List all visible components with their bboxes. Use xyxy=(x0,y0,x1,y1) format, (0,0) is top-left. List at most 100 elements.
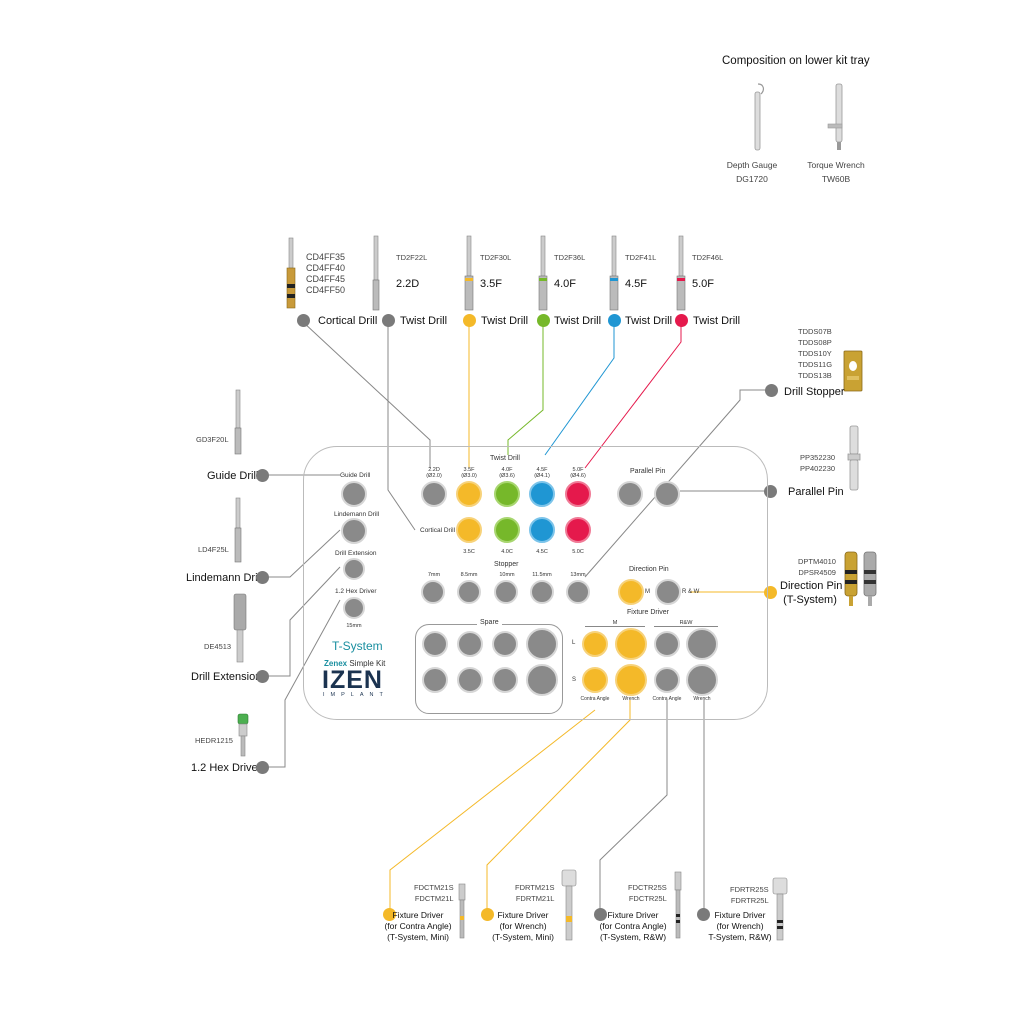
twist-drill-35-image xyxy=(463,234,475,319)
tray-fd-bottom-1: Contra Angle xyxy=(580,696,610,702)
parallel-pin-image xyxy=(846,424,862,499)
tray-fd-ca-rw-l[interactable] xyxy=(654,631,680,657)
twist-drill-45-image xyxy=(608,234,620,319)
twist-drill-35-code: TD2F30L xyxy=(480,253,512,262)
tray-extension-socket[interactable] xyxy=(343,558,365,580)
tray-cortical-socket-40[interactable] xyxy=(494,517,520,543)
parallel-pin-label: Parallel Pin xyxy=(788,486,844,498)
tray-twist-socket-45[interactable] xyxy=(529,481,555,507)
tray-fd-wr-m-s[interactable] xyxy=(615,664,647,696)
tray-fd-m-bracket xyxy=(585,626,645,627)
tray-cortical-socket-50[interactable] xyxy=(565,517,591,543)
cortical-drill-dot xyxy=(297,314,310,327)
direction-pin-label: Direction Pin(T-System) xyxy=(780,580,843,606)
tray-fd-ca-rw-s[interactable] xyxy=(654,667,680,693)
tray-stopper-socket-13[interactable] xyxy=(566,580,590,604)
tray-fd-wr-rw-l[interactable] xyxy=(686,628,718,660)
tray-direction-socket-rw[interactable] xyxy=(655,579,681,605)
tray-stopper-socket-115[interactable] xyxy=(530,580,554,604)
tray-lindemann-socket[interactable] xyxy=(341,518,367,544)
brand-logo: IZEN xyxy=(322,666,383,694)
twist-drill-50-image xyxy=(675,234,687,319)
tray-parallel-pin-label: Parallel Pin xyxy=(630,468,666,475)
tray-fd-bottom-3: Contra Angle xyxy=(652,696,682,702)
depth-gauge-image xyxy=(744,80,768,159)
twist-drill-22-code: TD2F22L xyxy=(396,253,428,262)
tray-stopper-size-5: 13mm xyxy=(570,572,586,578)
twist-drill-22-dot xyxy=(382,314,395,327)
tray-cortical-socket-35[interactable] xyxy=(456,517,482,543)
fd-2-image xyxy=(560,868,578,949)
fd-1-label: Fixture Driver(for Contra Angle)(T-Syste… xyxy=(384,910,452,942)
tray-fd-wr-m-l[interactable] xyxy=(615,628,647,660)
guide-drill-dot xyxy=(256,469,269,482)
tray-fixture-driver-label: Fixture Driver xyxy=(627,609,670,616)
fd-3-label: Fixture Driver(for Contra Angle)(T-Syste… xyxy=(599,910,667,942)
lindemann-drill-dot xyxy=(256,571,269,584)
twist-drill-35-size: 3.5F xyxy=(480,278,503,290)
tray-stopper-socket-7[interactable] xyxy=(421,580,445,604)
tray-parallel-socket-2[interactable] xyxy=(654,481,680,507)
tray-spare-socket-7[interactable] xyxy=(492,667,518,693)
lindemann-drill-code: LD4F25L xyxy=(198,545,229,554)
tray-twist-socket-22[interactable] xyxy=(421,481,447,507)
tray-spare-socket-8[interactable] xyxy=(526,664,558,696)
tray-stopper-size-1: 7mm xyxy=(427,572,441,578)
tray-spare-socket-3[interactable] xyxy=(492,631,518,657)
tray-guide-drill-socket[interactable] xyxy=(341,481,367,507)
tray-stopper-socket-10[interactable] xyxy=(494,580,518,604)
tray-spare-socket-5[interactable] xyxy=(422,667,448,693)
twist-drill-40-image xyxy=(537,234,549,319)
tray-twist-socket-50[interactable] xyxy=(565,481,591,507)
tray-fd-wr-rw-s[interactable] xyxy=(686,664,718,696)
tray-cortical-label: Cortical Drill xyxy=(420,527,456,534)
tray-spare-socket-1[interactable] xyxy=(422,631,448,657)
tray-twist-size-4: 4.5F(Ø4.1) xyxy=(534,467,550,479)
guide-drill-code: GD3F20L xyxy=(196,435,229,444)
tray-spare-socket-2[interactable] xyxy=(457,631,483,657)
torque-wrench-image xyxy=(824,80,854,159)
twist-drill-50-code: TD2F46L xyxy=(692,253,724,262)
tray-hex-driver-socket[interactable] xyxy=(343,597,365,619)
tray-fd-l: L xyxy=(572,640,576,646)
tray-twist-drill-title: Twist Drill xyxy=(490,455,520,462)
twist-drill-45-size: 4.5F xyxy=(625,278,648,290)
tray-spare-socket-6[interactable] xyxy=(457,667,483,693)
tray-stopper-socket-85[interactable] xyxy=(457,580,481,604)
twist-drill-22-image xyxy=(370,234,382,319)
fd-2-label: Fixture Driver(for Wrench)(T-System, Min… xyxy=(492,910,554,942)
tray-fd-ca-m-s[interactable] xyxy=(582,667,608,693)
brand-zenex: Zenex xyxy=(324,659,348,668)
tray-cortical-socket-45[interactable] xyxy=(529,517,555,543)
tray-parallel-socket-1[interactable] xyxy=(617,481,643,507)
tray-spare-label: Spare xyxy=(477,619,502,626)
tray-hex-size: 15mm xyxy=(346,623,362,629)
tray-brand-line: Zenex Simple Kit xyxy=(324,659,385,668)
tray-direction-socket-m[interactable] xyxy=(618,579,644,605)
twist-drill-50-size: 5.0F xyxy=(692,278,715,290)
guide-drill-label: Guide Drill xyxy=(207,470,259,482)
twist-drill-40-dot xyxy=(537,314,550,327)
tray-twist-size-1: 2.2D(Ø2.0) xyxy=(426,467,442,479)
tray-fd-rw-bracket xyxy=(654,626,718,627)
tray-fd-bottom-4: Wrench xyxy=(693,696,711,702)
direction-pin-image xyxy=(842,550,882,615)
page-title: Composition on lower kit tray xyxy=(722,55,870,67)
tray-twist-size-5: 5.0F(Ø4.6) xyxy=(570,467,586,479)
tray-fd-ca-m-l[interactable] xyxy=(582,631,608,657)
drill-extension-code: DE4513 xyxy=(204,642,232,651)
brand-kit: Simple Kit xyxy=(349,659,386,668)
tray-twist-socket-40[interactable] xyxy=(494,481,520,507)
drill-extension-dot xyxy=(256,670,269,683)
tray-spare-socket-4[interactable] xyxy=(526,628,558,660)
twist-drill-40-label: Twist Drill xyxy=(554,315,602,327)
drill-stopper-image xyxy=(843,350,863,397)
fd-2-dot xyxy=(481,908,494,921)
fd-1-dot xyxy=(383,908,396,921)
twist-drill-45-label: Twist Drill xyxy=(625,315,673,327)
tray-cortical-size-1: 3.5C xyxy=(463,549,475,555)
tray-twist-socket-35[interactable] xyxy=(456,481,482,507)
